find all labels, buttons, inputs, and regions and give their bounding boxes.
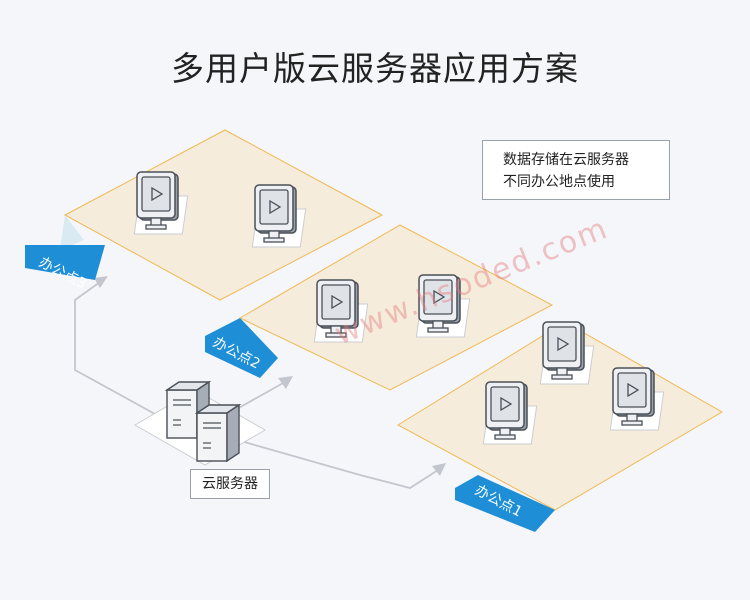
arrowheads xyxy=(94,276,446,476)
monitor-play-icon xyxy=(539,321,595,385)
office-area-3 xyxy=(60,129,384,301)
office-area-2 xyxy=(238,224,554,391)
server-label: 云服务器 xyxy=(190,469,270,499)
server-tower-icon xyxy=(196,404,240,462)
page-title: 多用户版云服务器应用方案 xyxy=(171,49,579,88)
note-line-1: 数据存储在云服务器 xyxy=(503,152,629,168)
info-note: 数据存储在云服务器 不同办公地点使用 xyxy=(482,140,670,200)
note-line-2: 不同办公地点使用 xyxy=(503,174,615,190)
office-tag-3: 办公点3 xyxy=(25,245,105,292)
